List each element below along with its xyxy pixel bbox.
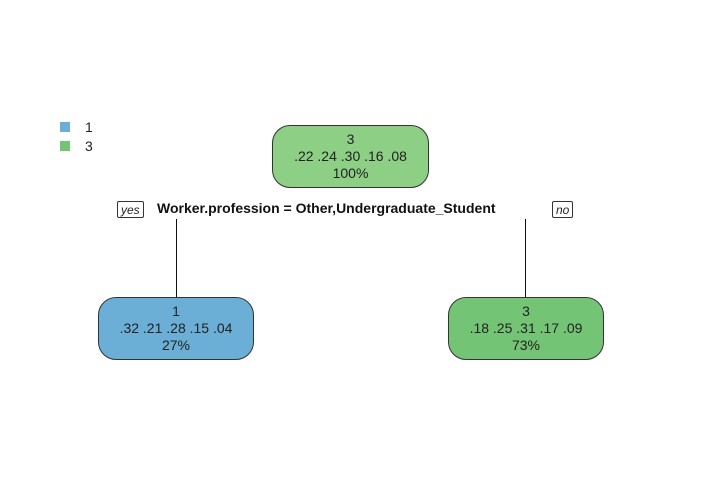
legend: 1 3	[60, 117, 93, 155]
node-percent: 73%	[511, 337, 541, 353]
node-probabilities: .32 .21 .28 .15 .04	[119, 320, 233, 336]
tree-node-left: 1 .32 .21 .28 .15 .04 27%	[98, 297, 254, 360]
node-probabilities: .22 .24 .30 .16 .08	[294, 148, 407, 164]
legend-label: 1	[85, 118, 93, 135]
legend-label: 3	[85, 137, 93, 154]
edge-no	[525, 219, 526, 297]
split-rule: Worker.profession = Other,Undergraduate_…	[157, 200, 496, 216]
node-class: 3	[522, 303, 530, 319]
node-probabilities: .18 .25 .31 .17 .09	[469, 320, 583, 336]
node-class: 1	[172, 303, 180, 319]
no-tag: no	[552, 201, 574, 218]
tree-node-right: 3 .18 .25 .31 .17 .09 73%	[448, 297, 604, 360]
edge-yes	[176, 219, 177, 297]
node-class: 3	[346, 131, 355, 147]
legend-item: 1	[60, 117, 93, 136]
legend-swatch-3	[60, 140, 70, 151]
tree-node-root: 3 .22 .24 .30 .16 .08 100%	[272, 125, 429, 188]
node-percent: 27%	[161, 337, 191, 353]
node-percent: 100%	[332, 165, 369, 181]
legend-item: 3	[60, 136, 93, 155]
legend-swatch-1	[60, 121, 70, 132]
yes-tag: yes	[117, 201, 144, 218]
